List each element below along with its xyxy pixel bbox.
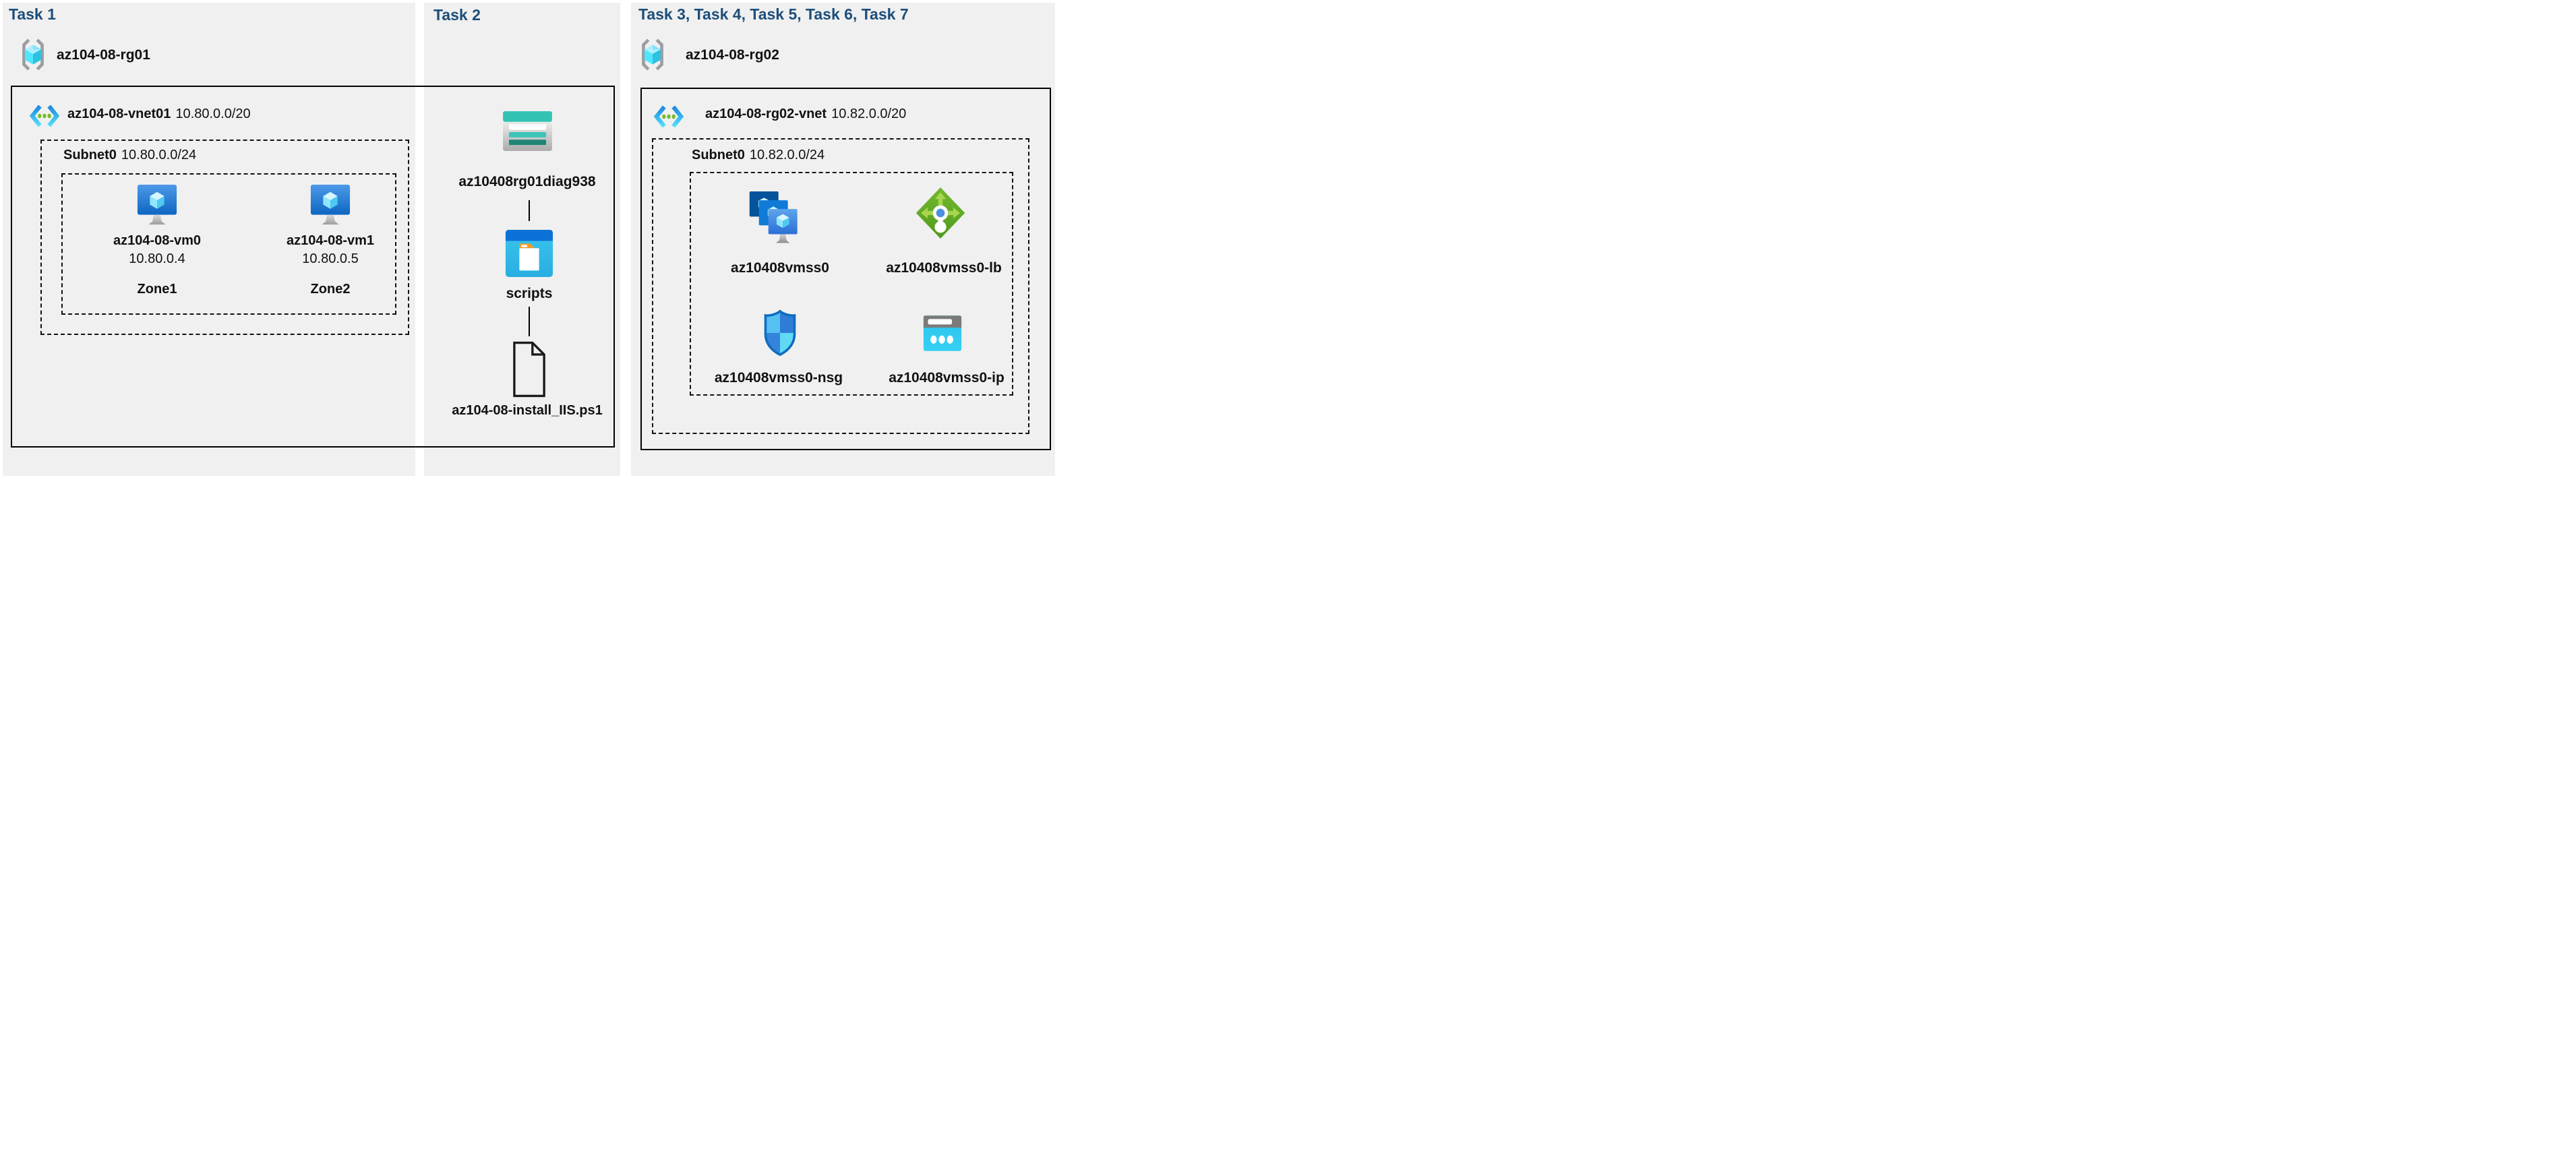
- vm0-ip: 10.80.0.4: [129, 251, 185, 266]
- task3-header: Task 3, Task 4, Task 5, Task 6, Task 7: [638, 5, 909, 23]
- zones-box: [61, 173, 396, 315]
- azure-lab-diagram: Task 1 Task 2 Task 3, Task 4, Task 5, Ta…: [0, 0, 1057, 479]
- public-ip-icon: [922, 314, 963, 352]
- task2-header: Task 2: [433, 6, 481, 24]
- vnet01-box: [11, 86, 615, 448]
- load-balancer-icon: [915, 186, 966, 240]
- vnet01-cidr: 10.80.0.0/20: [175, 106, 251, 121]
- resource-group-icon: [639, 38, 666, 71]
- vm0-zone: Zone1: [137, 282, 177, 297]
- script-file-label: az104-08-install_IIS.ps1: [452, 403, 603, 418]
- rg01-label: az104-08-rg01: [57, 47, 150, 63]
- virtual-network-icon: [653, 99, 685, 134]
- connector-container-to-file: [529, 307, 530, 336]
- blob-container-label: scripts: [506, 286, 553, 301]
- virtual-network-icon: [28, 98, 61, 133]
- vm0-name: az104-08-vm0: [113, 233, 202, 248]
- virtual-machine-icon: [309, 183, 351, 229]
- task1-panel: [3, 3, 415, 476]
- vm1-zone: Zone2: [310, 282, 351, 297]
- nsg-shield-icon: [762, 307, 798, 359]
- storage-account-icon: [502, 110, 553, 152]
- lb-label: az10408vmss0-lb: [886, 260, 1002, 276]
- virtual-machine-icon: [136, 183, 178, 229]
- vnet02-box: [640, 88, 1051, 450]
- subnet0-right-cidr: 10.82.0.0/24: [749, 148, 825, 162]
- resource-group-icon: [20, 38, 47, 71]
- task3-panel: [631, 3, 1055, 476]
- rg02-label: az104-08-rg02: [686, 47, 779, 63]
- subnet0-right-box: [652, 138, 1029, 434]
- vmss-label: az10408vmss0: [731, 260, 829, 276]
- nsg-label: az10408vmss0-nsg: [714, 370, 843, 386]
- blob-container-icon: [504, 228, 554, 279]
- storage-account-label: az10408rg01diag938: [458, 174, 596, 189]
- vm-scale-set-icon: [747, 189, 804, 251]
- file-icon: [512, 340, 546, 398]
- vmss-group-box: [690, 172, 1013, 396]
- subnet0-left-cidr: 10.80.0.0/24: [121, 148, 197, 162]
- vnet02-cidr: 10.82.0.0/20: [831, 106, 907, 121]
- public-ip-label: az10408vmss0-ip: [889, 370, 1005, 386]
- task1-header: Task 1: [9, 5, 56, 23]
- connector-storage-to-container: [529, 200, 530, 221]
- subnet0-left-box: [40, 140, 409, 335]
- vm1-name: az104-08-vm1: [286, 233, 375, 248]
- vm1-ip: 10.80.0.5: [302, 251, 359, 266]
